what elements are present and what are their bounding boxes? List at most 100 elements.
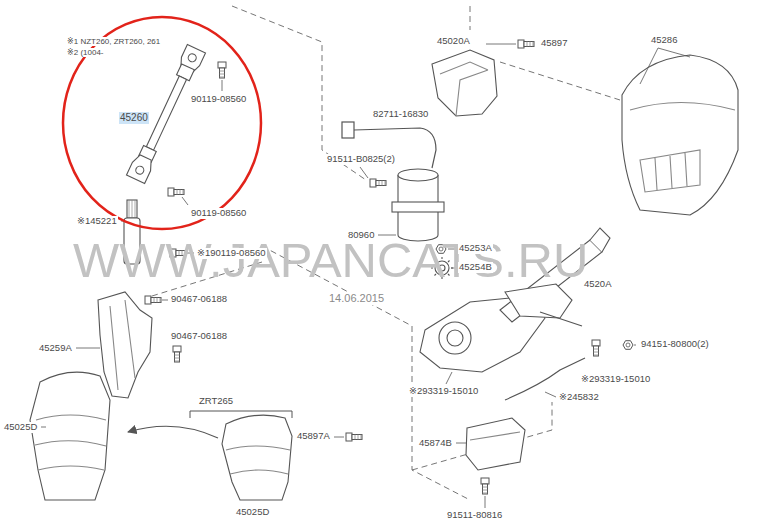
part-number: ※245832 bbox=[558, 392, 600, 403]
bolt-symbol bbox=[145, 296, 161, 304]
wire-harness bbox=[342, 122, 354, 138]
switch-body bbox=[440, 62, 488, 116]
bolt-symbol bbox=[145, 296, 161, 304]
column-cover bbox=[222, 415, 292, 500]
lower-shaft bbox=[127, 200, 137, 218]
cover-part bbox=[466, 418, 525, 470]
nut-symbol bbox=[623, 341, 633, 350]
part-number: 45025D bbox=[3, 422, 38, 433]
bolt-symbol bbox=[218, 62, 226, 78]
steering-column bbox=[540, 312, 582, 326]
group-dashed-line bbox=[470, 6, 471, 30]
assist-motor bbox=[392, 169, 444, 241]
bolt-symbol bbox=[592, 340, 600, 356]
assist-motor bbox=[392, 202, 444, 212]
leader-line bbox=[456, 443, 466, 444]
switch-body bbox=[432, 50, 497, 116]
column-cover bbox=[30, 372, 110, 500]
bolt-symbol bbox=[370, 179, 386, 187]
steering-column bbox=[590, 228, 610, 252]
highlight-outline bbox=[63, 17, 261, 229]
part-number: 45259A bbox=[38, 343, 73, 354]
intermediate-shaft bbox=[187, 52, 198, 63]
bolt-symbol bbox=[168, 188, 184, 196]
leader-line bbox=[545, 392, 556, 397]
intermediate-shaft bbox=[127, 153, 155, 183]
lower-shaft bbox=[129, 200, 135, 218]
column-cover bbox=[222, 415, 292, 500]
switch-body bbox=[432, 50, 497, 116]
part-number: 94151-80800(2) bbox=[640, 339, 710, 350]
intermediate-shaft bbox=[146, 76, 186, 150]
part-number: 90467-06188 bbox=[170, 331, 228, 342]
part-number: 45025D bbox=[235, 507, 270, 518]
leader-line bbox=[485, 496, 486, 508]
model-label: ZRT265 bbox=[198, 396, 234, 407]
date-stamp: 14.06.2015 bbox=[328, 292, 385, 305]
leader-line bbox=[182, 197, 188, 205]
part-number: 45254B bbox=[458, 262, 493, 273]
steering-column bbox=[439, 322, 471, 354]
part-number: ※293319-15010 bbox=[580, 374, 651, 385]
leader-line bbox=[162, 300, 168, 301]
steering-column bbox=[447, 330, 463, 346]
part-number: ※145221 bbox=[76, 216, 118, 227]
part-number: 90467-06188 bbox=[170, 294, 228, 305]
bolt-symbol bbox=[173, 346, 181, 362]
upper-cover bbox=[630, 103, 735, 193]
bolt-symbol bbox=[168, 188, 184, 196]
part-number: ※190119-08560 bbox=[196, 248, 267, 259]
bolt-symbol bbox=[518, 40, 534, 48]
part-number: 82711-16830 bbox=[372, 109, 429, 120]
part-number: 45260 bbox=[119, 112, 149, 124]
cover-part bbox=[466, 418, 525, 470]
leader-line bbox=[360, 167, 368, 178]
part-number: 45286 bbox=[650, 35, 678, 46]
column-bracket bbox=[98, 292, 152, 398]
leader-line bbox=[334, 437, 344, 438]
column-bracket bbox=[110, 300, 135, 390]
part-number: 91511-80816 bbox=[446, 510, 503, 521]
nut-symbol bbox=[623, 341, 633, 350]
column-bracket bbox=[98, 292, 152, 398]
upper-cover bbox=[622, 55, 738, 215]
column-cover bbox=[35, 415, 106, 470]
group-dashed-line bbox=[412, 402, 552, 470]
bolt-symbol bbox=[173, 346, 181, 362]
group-dashed-line bbox=[500, 62, 620, 100]
leader-line bbox=[640, 48, 690, 84]
bolt-symbol bbox=[481, 478, 489, 494]
column-cover bbox=[226, 446, 290, 474]
steering-column bbox=[505, 284, 572, 318]
part-number: 45897 bbox=[540, 38, 568, 49]
part-number: 90119-08560 bbox=[190, 208, 247, 219]
bolt-symbol bbox=[518, 40, 534, 48]
leader-line bbox=[446, 372, 452, 384]
column-cover bbox=[30, 372, 110, 500]
bolt-symbol bbox=[218, 62, 226, 78]
part-number: 80960 bbox=[347, 230, 375, 241]
intermediate-shaft bbox=[134, 165, 145, 176]
bolt-symbol bbox=[346, 433, 362, 441]
upper-cover bbox=[622, 55, 738, 215]
leader-line bbox=[634, 345, 636, 346]
part-number: 91511-B0825(2) bbox=[326, 154, 396, 165]
part-number: 4520A bbox=[583, 279, 612, 290]
watermark: WWW.JAPANCATS.RU bbox=[72, 232, 589, 288]
leader-line bbox=[222, 80, 223, 91]
part-number: 45897A bbox=[296, 431, 331, 442]
part-number: ※293319-15010 bbox=[408, 386, 479, 397]
part-number: 90119-08560 bbox=[190, 94, 247, 105]
replace-arrow bbox=[128, 426, 218, 438]
leader-line bbox=[41, 44, 636, 508]
note-text: ※2 (1004- bbox=[66, 48, 105, 57]
bolt-symbol bbox=[370, 179, 386, 187]
note-text: ※1 NZT260, ZRT260, 261 bbox=[66, 37, 161, 46]
variant-bracket bbox=[190, 411, 292, 418]
bolt-symbol bbox=[592, 340, 600, 356]
leader-line bbox=[76, 348, 100, 349]
leader-line bbox=[41, 427, 46, 428]
bolt-symbol bbox=[346, 433, 362, 441]
part-number: 45020A bbox=[436, 36, 471, 47]
bolt-symbol bbox=[481, 478, 489, 494]
